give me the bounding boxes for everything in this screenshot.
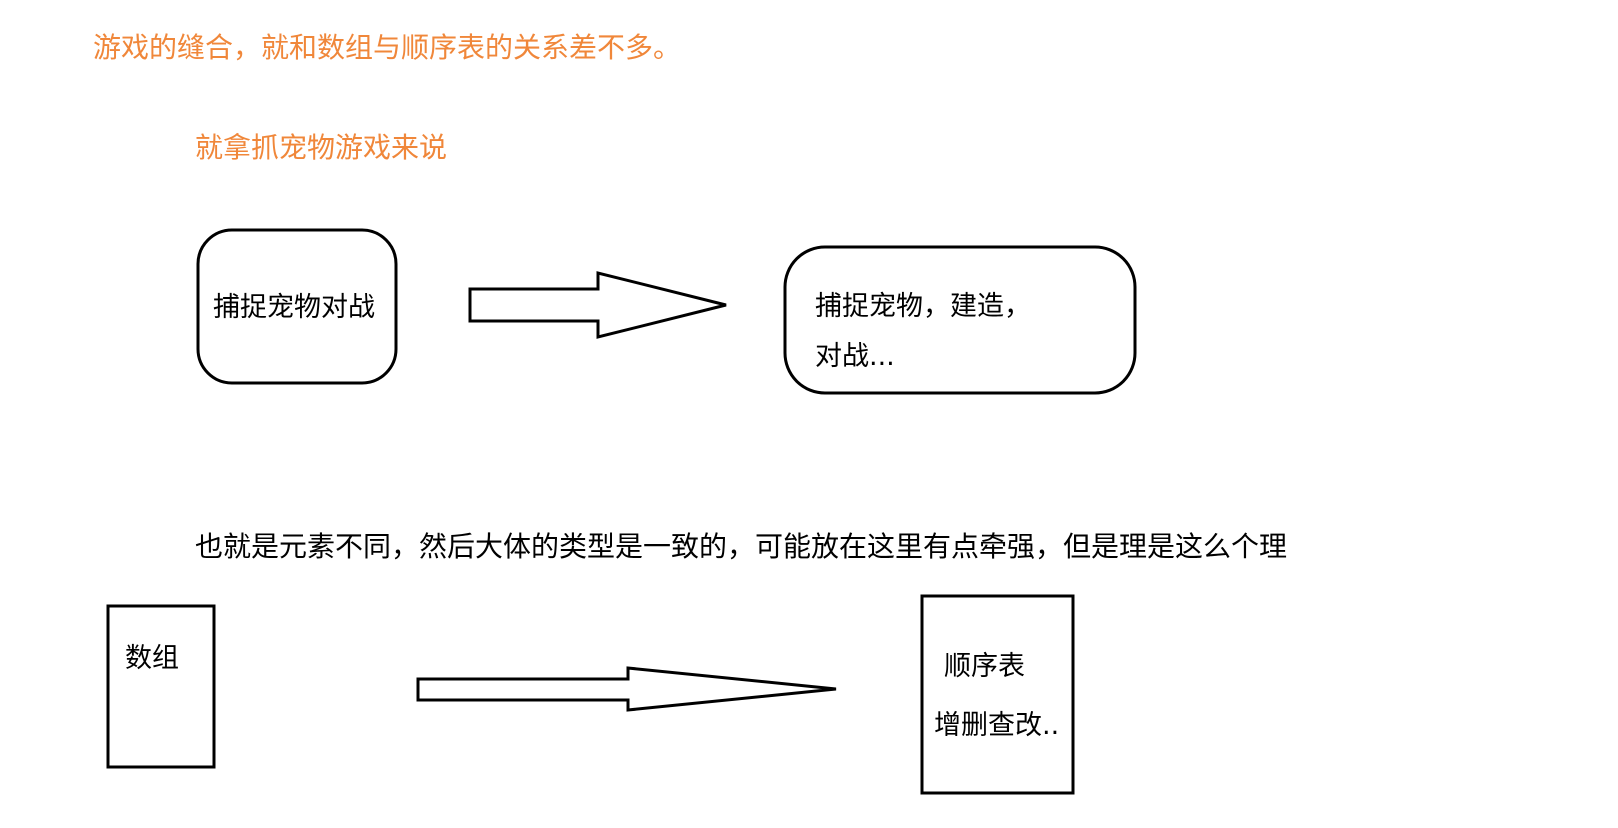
pet-battle-box — [196, 228, 398, 385]
pet-battle-label: 捕捉宠物对战 — [213, 292, 375, 323]
sequence-table-label: 顺序表 — [944, 651, 1025, 682]
arrow-right-1 — [468, 271, 727, 339]
sequence-table-ops-label: 增删查改.. — [934, 710, 1060, 741]
pet-build-label-line1: 捕捉宠物，建造， — [815, 291, 1031, 322]
array-label: 数组 — [125, 643, 179, 674]
pet-build-label-line2: 对战... — [815, 341, 895, 372]
pet-build-battle-box — [783, 245, 1137, 395]
array-box — [106, 604, 216, 769]
page-title: 游戏的缝合，就和数组与顺序表的关系差不多。 — [93, 31, 682, 64]
page-subtitle: 就拿抓宠物游戏来说 — [195, 131, 448, 164]
explanation-text: 也就是元素不同，然后大体的类型是一致的，可能放在这里有点牵强，但是理是这么个理 — [195, 530, 1288, 563]
sequence-table-box — [920, 594, 1075, 795]
arrow-right-2 — [416, 666, 837, 712]
